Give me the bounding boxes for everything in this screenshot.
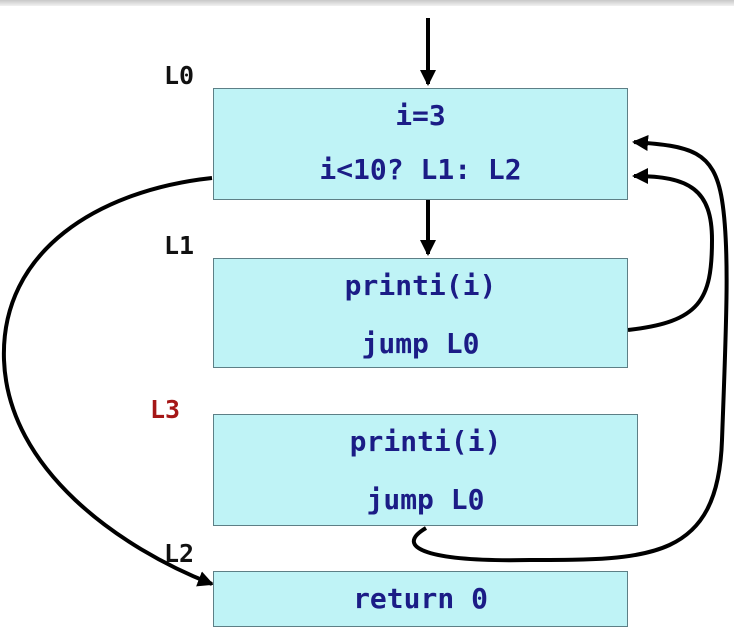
edge-l0-to-l2 [1, 176, 214, 587]
code-line: i<10? L1: L2 [319, 153, 522, 186]
code-line: return 0 [353, 582, 488, 615]
block-label-l1: L1 [164, 231, 195, 260]
block-label-l3: L3 [150, 395, 181, 424]
block-label-l0: L0 [164, 61, 195, 90]
code-line: jump L0 [366, 483, 485, 516]
block-label-l2: L2 [164, 539, 195, 568]
basic-block-l3: printi(i) jump L0 [213, 414, 638, 526]
edge-l1-to-l0 [627, 168, 715, 332]
top-edge-bar [0, 0, 734, 6]
code-line: jump L0 [361, 327, 480, 360]
basic-block-l0: i=3 i<10? L1: L2 [213, 88, 628, 200]
edge-l3-to-l0 [411, 135, 729, 563]
code-line: printi(i) [349, 425, 502, 458]
code-line: i=3 [395, 99, 446, 132]
basic-block-l1: printi(i) jump L0 [213, 258, 628, 368]
code-line: printi(i) [344, 269, 497, 302]
basic-block-l2: return 0 [213, 571, 628, 627]
